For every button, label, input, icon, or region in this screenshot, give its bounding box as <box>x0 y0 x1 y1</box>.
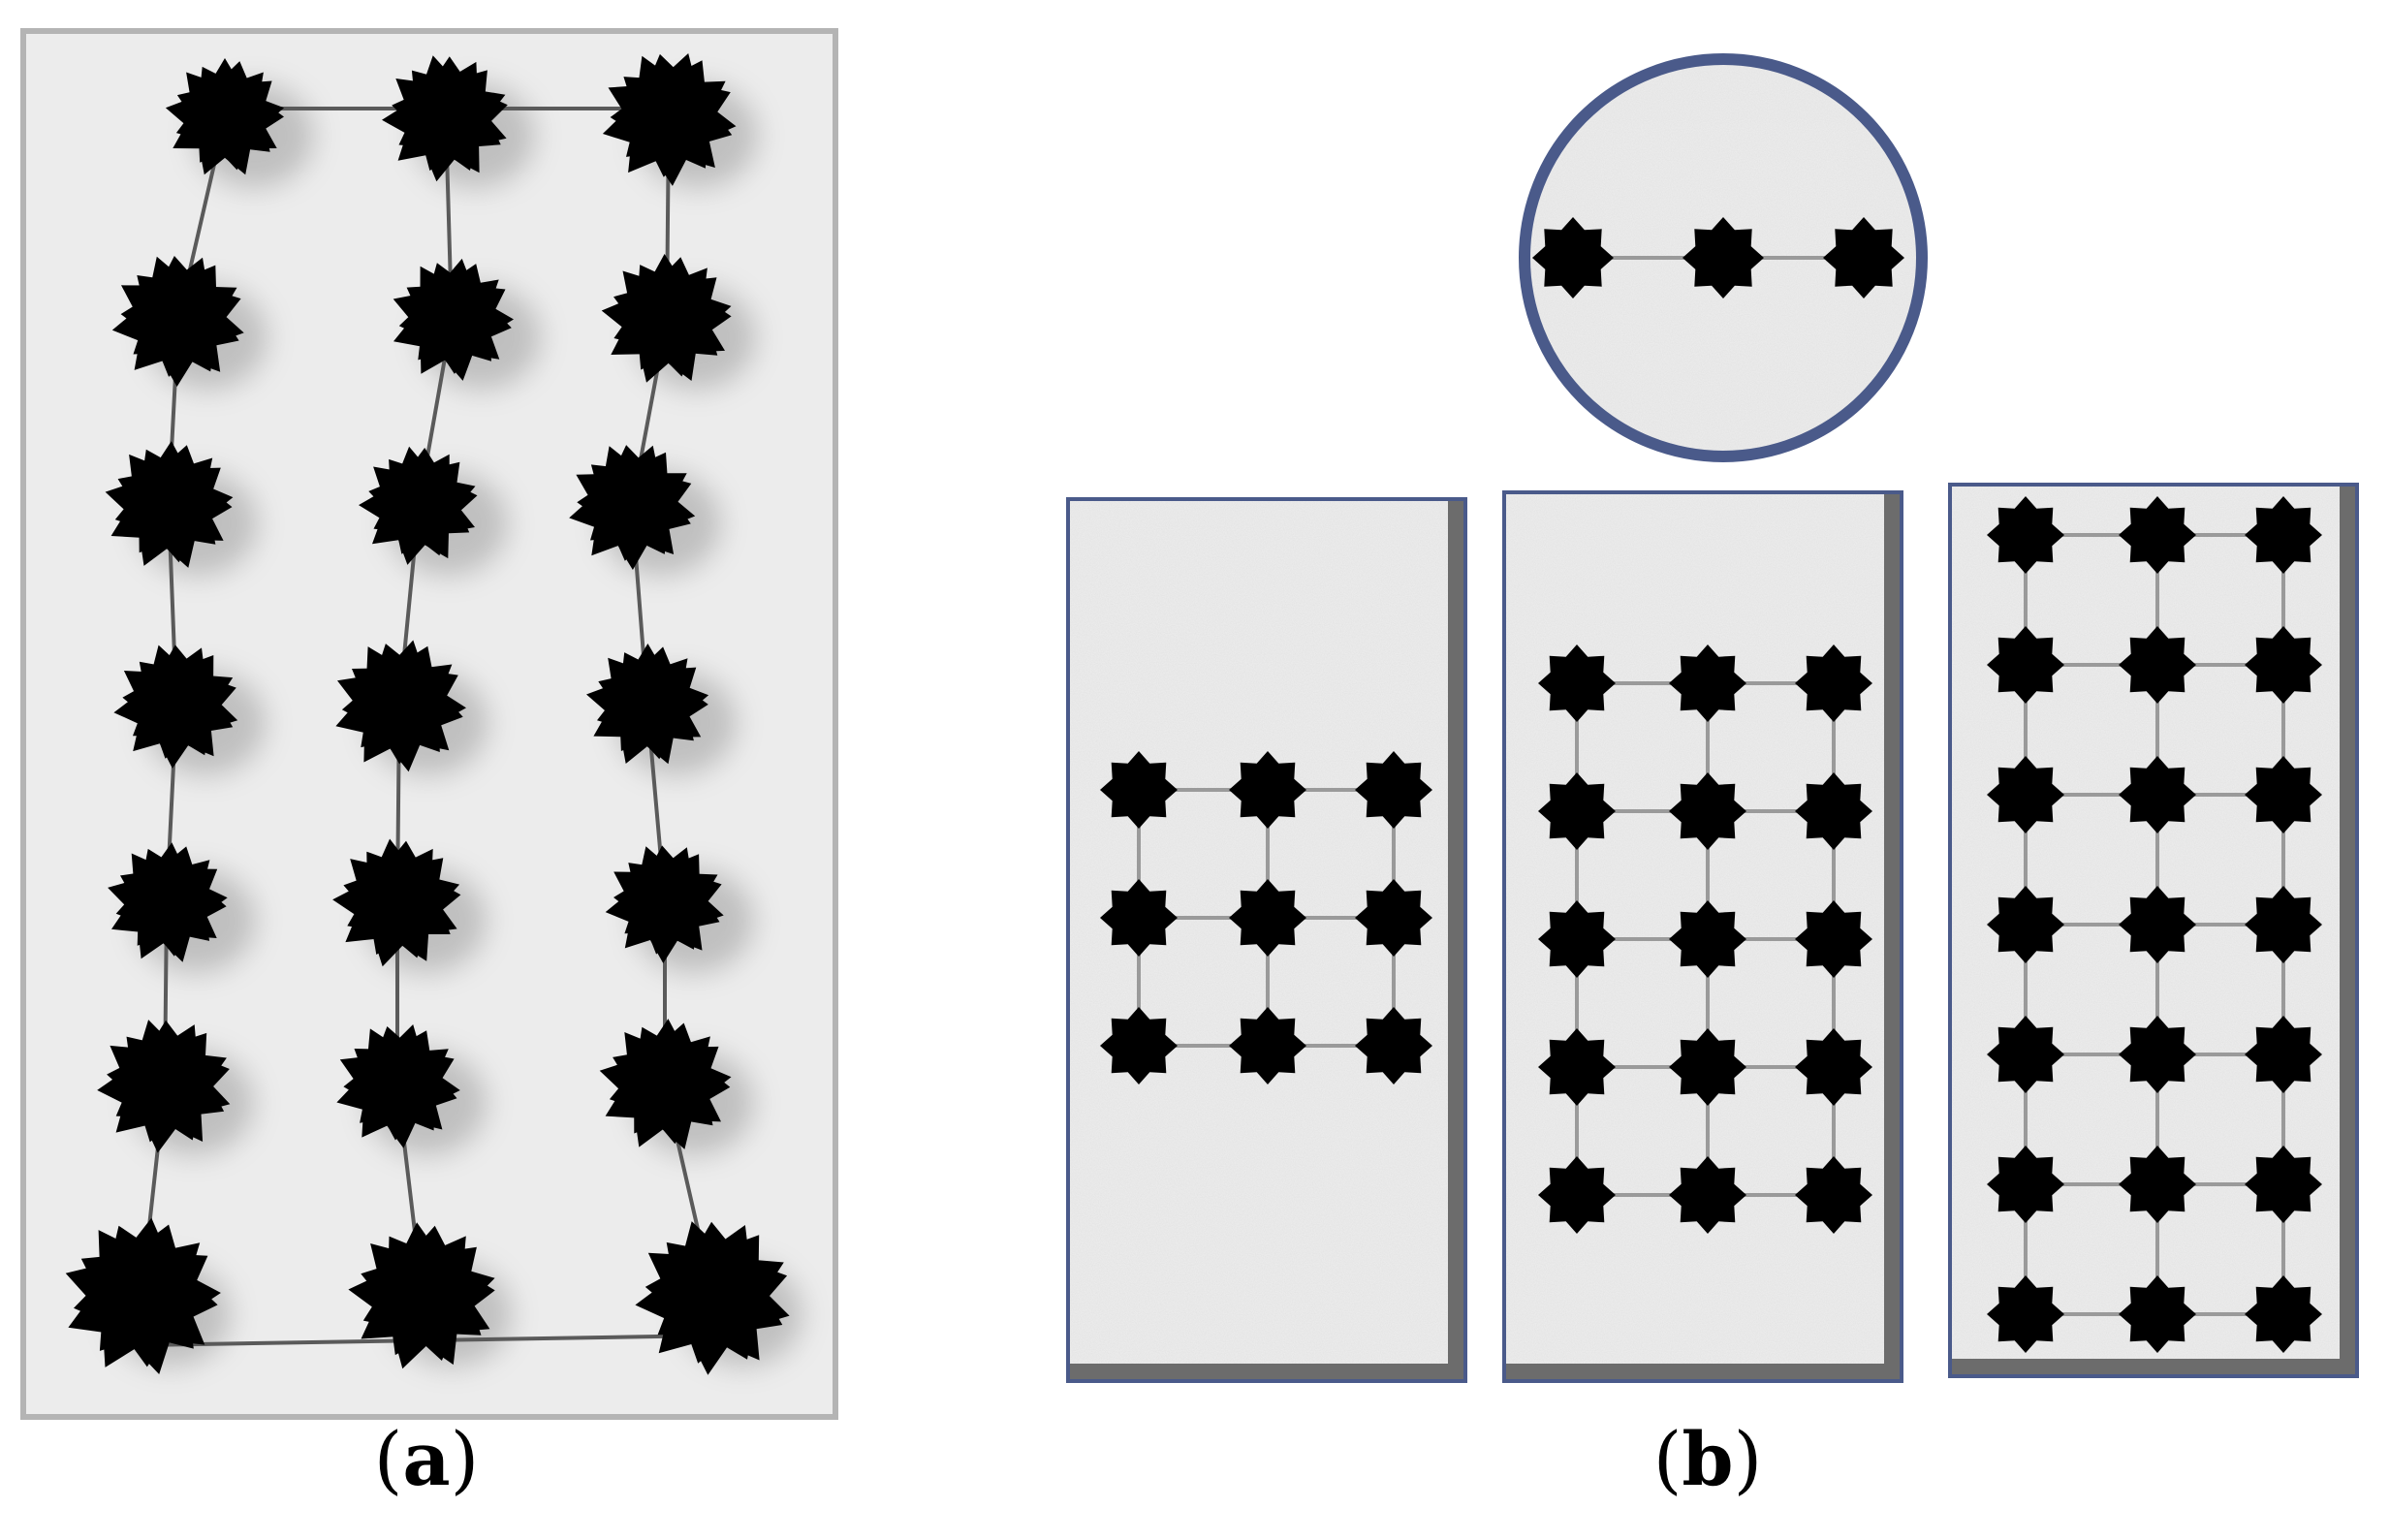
container-wall-bottom <box>1068 1364 1465 1381</box>
circle-container <box>1519 53 1928 462</box>
star-flake <box>1987 886 2064 963</box>
star-flake <box>1229 1007 1306 1084</box>
star-flake <box>2119 1275 2196 1353</box>
photo-flake <box>65 1217 221 1374</box>
container-wall-right <box>1448 499 1465 1381</box>
star-flake <box>1669 1156 1746 1234</box>
star-flake <box>1795 772 1872 850</box>
photo-flake <box>601 254 732 383</box>
star-flake <box>1795 1028 1872 1106</box>
star-flake <box>1669 772 1746 850</box>
star-flake <box>2119 626 2196 704</box>
star-flake <box>1355 751 1432 829</box>
star-flake <box>1355 879 1432 957</box>
photo-flake <box>97 1020 231 1153</box>
container-wall-right <box>1884 492 1902 1381</box>
rect-container <box>1502 490 1903 1383</box>
caption-b: (b) <box>1652 1416 1763 1502</box>
star-flake <box>1538 1156 1616 1234</box>
photo-flake <box>382 55 508 182</box>
star-flake <box>1987 626 2064 704</box>
photo-flake <box>569 445 696 570</box>
star-array <box>1538 644 1872 1234</box>
star-flake <box>2119 1016 2196 1093</box>
star-flake <box>1987 1016 2064 1093</box>
star-flake <box>1669 1028 1746 1106</box>
circle-container-rim <box>1519 53 1928 462</box>
photo-flake <box>336 1024 460 1148</box>
star-flake <box>1795 644 1872 722</box>
star-flake <box>1987 1146 2064 1223</box>
photo-flake <box>605 845 724 963</box>
rect-container <box>1066 497 1467 1383</box>
photo-flake <box>111 256 244 387</box>
star-array <box>1532 217 1904 299</box>
photo-flake <box>335 640 466 772</box>
photo-flake <box>348 1222 495 1369</box>
photo-flake <box>113 644 238 769</box>
caption-b-letter: b <box>1682 1416 1734 1502</box>
star-flake <box>1987 1275 2064 1353</box>
caption-a: (a) <box>373 1416 480 1502</box>
star-flake <box>1100 879 1178 957</box>
star-flake <box>1795 900 1872 978</box>
panel-a-photo <box>20 28 838 1420</box>
container-wall-bottom <box>1950 1359 2357 1376</box>
photo-flake <box>359 446 478 565</box>
container-wall-right <box>2340 485 2357 1376</box>
star-flake <box>1669 644 1746 722</box>
star-flake <box>1229 751 1306 829</box>
star-flake <box>2119 496 2196 574</box>
photo-flake <box>599 1019 732 1149</box>
photo-flake <box>332 838 461 967</box>
star-flake <box>1987 496 2064 574</box>
container-border <box>1066 497 1467 1383</box>
photo-flake <box>165 58 285 175</box>
photo-stars <box>65 53 790 1375</box>
photo-flake <box>393 258 514 381</box>
photo-flake <box>105 441 234 568</box>
star-flake <box>1538 644 1616 722</box>
star-array <box>1987 496 2322 1353</box>
star-flake <box>1538 772 1616 850</box>
star-flake <box>2245 1146 2322 1223</box>
star-flake <box>2245 626 2322 704</box>
star-flake <box>1229 879 1306 957</box>
star-flake <box>1795 1156 1872 1234</box>
photo-flake <box>602 53 737 186</box>
star-flake <box>2245 496 2322 574</box>
star-flake <box>1538 900 1616 978</box>
photo-flake <box>635 1221 790 1375</box>
star-flake <box>2245 886 2322 963</box>
star-flake <box>1538 1028 1616 1106</box>
star-flake <box>1987 756 2064 833</box>
star-flake <box>1100 751 1178 829</box>
star-flake <box>2119 1146 2196 1223</box>
caption-a-letter: a <box>402 1416 451 1502</box>
photo-flake <box>586 644 709 765</box>
star-flake <box>1532 217 1614 299</box>
star-flake <box>2119 886 2196 963</box>
star-flake <box>2119 756 2196 833</box>
star-flake <box>1823 217 1904 299</box>
star-flake <box>1355 1007 1432 1084</box>
rect-containers <box>1066 483 2359 1383</box>
circle-array <box>1532 217 1904 299</box>
star-flake <box>1100 1007 1178 1084</box>
star-flake <box>2245 756 2322 833</box>
star-array <box>1100 751 1432 1084</box>
star-flake <box>2245 1016 2322 1093</box>
container-border <box>1948 483 2359 1378</box>
star-flake <box>1669 900 1746 978</box>
photo-flake <box>108 842 228 962</box>
star-flake <box>2245 1275 2322 1353</box>
container-wall-bottom <box>1504 1364 1902 1381</box>
rect-container <box>1948 483 2359 1378</box>
panel-b-schematics <box>1066 53 2359 1383</box>
container-border <box>1502 490 1903 1383</box>
star-flake <box>1682 217 1764 299</box>
